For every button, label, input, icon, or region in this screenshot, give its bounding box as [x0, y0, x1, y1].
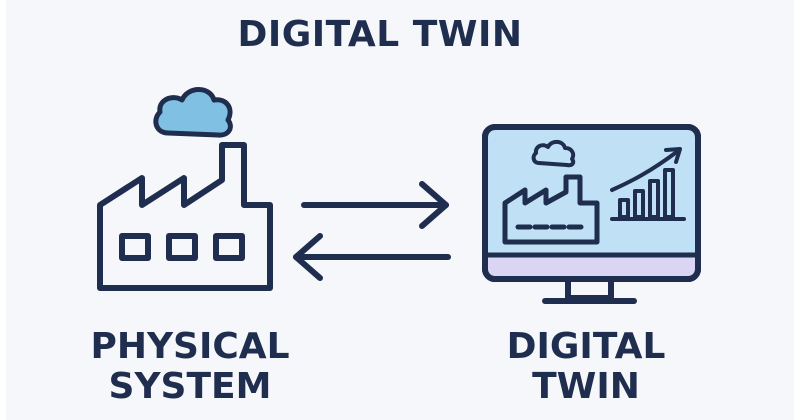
digital-twin-label-line1: DIGITAL: [506, 326, 666, 367]
factory-icon: [97, 142, 273, 291]
growth-chart-icon: [610, 147, 686, 221]
arrow-left-icon: [293, 233, 451, 281]
factory-window: [119, 233, 151, 261]
screen-cloud-icon: [531, 139, 576, 168]
factory-window: [166, 233, 198, 261]
digital-twin-label-line2: TWIN: [532, 366, 640, 407]
physical-system-label: PHYSICAL SYSTEM: [80, 327, 300, 407]
diagram-title: DIGITAL TWIN: [237, 14, 523, 55]
factory-window: [213, 233, 245, 261]
physical-system-label-line1: PHYSICAL: [90, 326, 290, 367]
digital-twin-label: DIGITAL TWIN: [476, 327, 696, 407]
screen-factory-icon: [502, 174, 600, 245]
cloud-icon: [153, 87, 233, 138]
physical-system-label-line2: SYSTEM: [108, 366, 272, 407]
arrow-right-icon: [301, 181, 449, 229]
